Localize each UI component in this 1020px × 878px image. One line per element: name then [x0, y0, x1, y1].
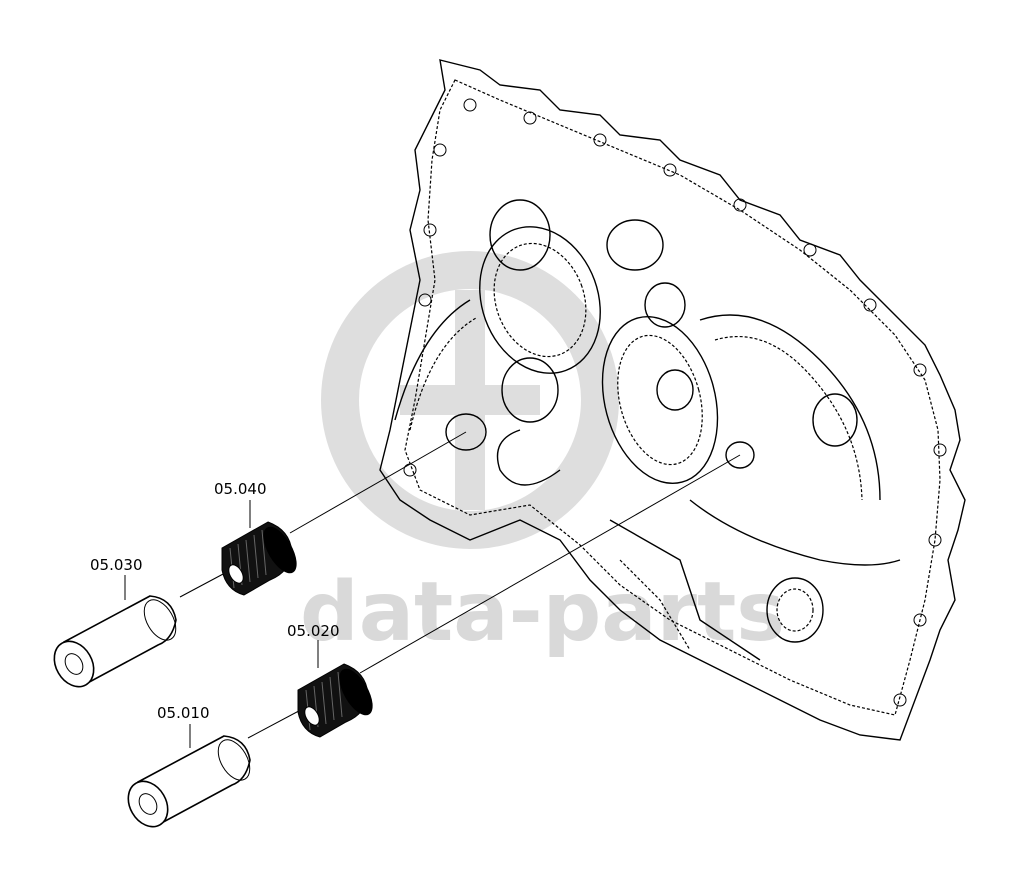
callout-05-010: 05.010 [157, 704, 210, 722]
callout-05-030: 05.030 [90, 556, 143, 574]
assembly-line-lower [359, 454, 741, 674]
part-05-020-bushing [297, 663, 373, 738]
callout-05-040: 05.040 [214, 480, 267, 498]
transmission-housing [379, 59, 966, 741]
watermark-logo-ring [321, 251, 619, 549]
part-05-010-sleeve [127, 735, 251, 828]
callout-leaders [124, 500, 319, 748]
housing-outer-flange [379, 59, 966, 741]
housing-inner-flange [404, 79, 941, 716]
right-bore [601, 219, 755, 485]
housing-lower-details [394, 299, 901, 661]
left-bore [445, 199, 601, 451]
part-05-030-sleeve [53, 595, 177, 688]
watermark-text: data-parts [300, 565, 785, 660]
callout-05-020: 05.020 [287, 622, 340, 640]
flange-bolt-holes [403, 98, 947, 707]
assembly-line-upper [289, 431, 467, 534]
watermark-logo-cross [400, 290, 540, 510]
watermark: data-parts [300, 251, 785, 660]
part-05-040-bushing [221, 521, 297, 596]
